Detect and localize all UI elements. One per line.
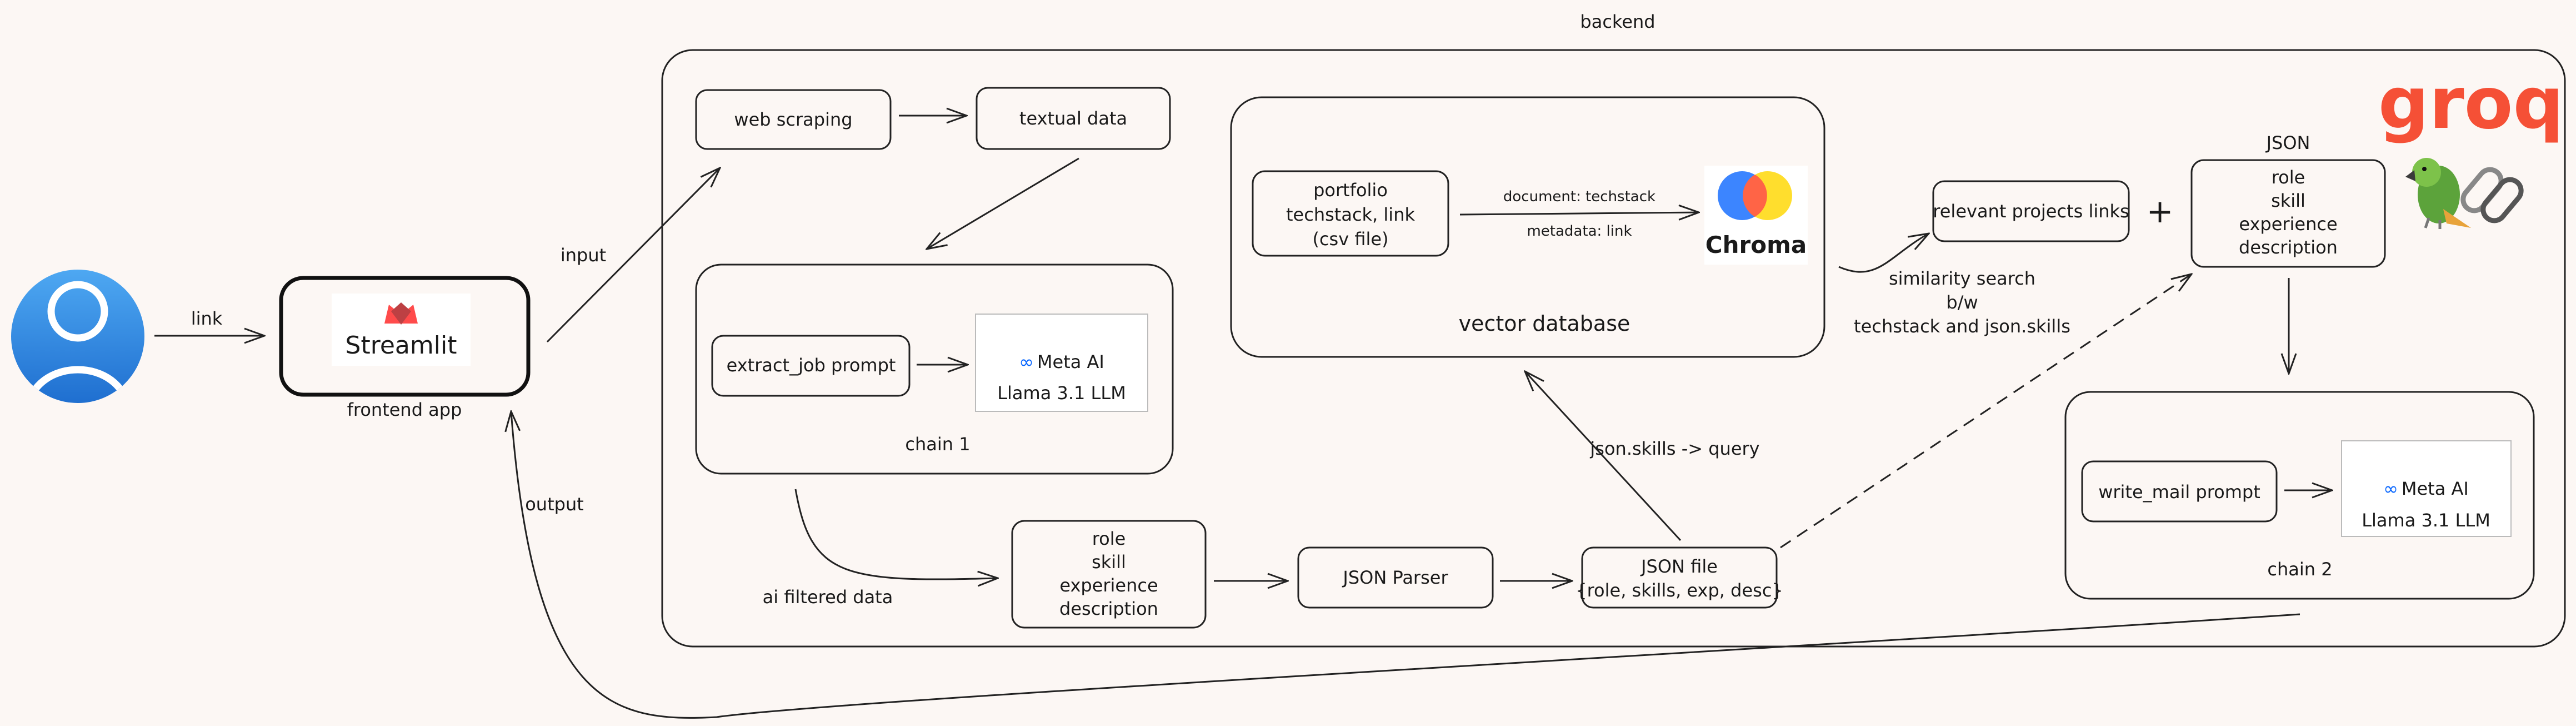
json-heading: JSON bbox=[2265, 132, 2310, 153]
portfolio-to-chroma-arrow bbox=[1459, 212, 1699, 215]
write-mail-prompt-box bbox=[2081, 460, 2278, 523]
web-scraping-box bbox=[695, 89, 892, 150]
chain1-label: chain 1 bbox=[905, 434, 970, 455]
input-label: input bbox=[561, 245, 606, 266]
groq-logo: groq bbox=[2378, 62, 2564, 145]
llm1-model-label: Llama 3.1 LLM bbox=[997, 382, 1126, 404]
ai-filtered-data-label: ai filtered data bbox=[763, 586, 893, 608]
ai-field-role: role bbox=[1092, 528, 1126, 549]
ai-field-skill: skill bbox=[1092, 551, 1126, 573]
textual-data-label: textual data bbox=[1019, 108, 1127, 129]
relevant-projects-label: relevant projects links bbox=[1933, 201, 2129, 222]
json-file-to-json-dashed-arrow bbox=[1780, 274, 2192, 549]
meta-ai-logo: ∞Meta AI bbox=[1019, 351, 1104, 372]
json-to-vector-db-arrow bbox=[1525, 371, 1682, 541]
streamlit-frontend-box bbox=[279, 276, 531, 397]
textual-data-box bbox=[976, 87, 1171, 150]
plus-sign: + bbox=[2147, 192, 2174, 230]
write-mail-prompt-label: write_mail prompt bbox=[2098, 481, 2260, 503]
json-field-role: role bbox=[2272, 167, 2305, 188]
link-label: link bbox=[191, 308, 223, 329]
extract-job-prompt-label: extract_job prompt bbox=[727, 355, 896, 376]
json-file-fields: {role, skills, exp, desc} bbox=[1575, 580, 1783, 601]
portfolio-line2: techstack, link bbox=[1286, 204, 1415, 225]
json-parser-label: JSON Parser bbox=[1342, 567, 1448, 588]
portfolio-box bbox=[1252, 170, 1449, 257]
vector-database-label: vector database bbox=[1459, 311, 1630, 336]
streamlit-crown-icon bbox=[384, 302, 418, 325]
web-scraping-label: web scraping bbox=[734, 109, 852, 130]
ai-data-box bbox=[1011, 520, 1207, 629]
chroma-to-relevant-arrow bbox=[1838, 233, 1929, 273]
chain1-box bbox=[695, 263, 1174, 475]
chroma-wordmark: Chroma bbox=[1705, 231, 1807, 258]
json-parser-box bbox=[1297, 546, 1494, 609]
json-field-experience: experience bbox=[2239, 213, 2337, 235]
frontend-app-label: frontend app bbox=[347, 399, 462, 420]
input-arrow bbox=[546, 168, 720, 343]
portfolio-line1: portfolio bbox=[1313, 180, 1388, 201]
similarity-search-line1: similarity search bbox=[1889, 268, 2035, 289]
json-field-skill: skill bbox=[2271, 190, 2305, 211]
ai-field-description: description bbox=[1059, 598, 1158, 619]
similarity-search-line2: b/w bbox=[1946, 292, 1978, 313]
json-field-description: description bbox=[2239, 237, 2338, 258]
text-to-chain1-arrow bbox=[927, 157, 1079, 249]
chain1-to-ai-data-arrow bbox=[794, 489, 998, 579]
metadata-label: metadata: link bbox=[1527, 223, 1632, 240]
vector-database-box bbox=[1230, 96, 1825, 358]
relevant-projects-box bbox=[1932, 180, 2130, 242]
user-icon bbox=[11, 270, 144, 403]
backend-container bbox=[661, 49, 2566, 648]
json-file-box bbox=[1581, 546, 1778, 609]
json-file-title: JSON file bbox=[1640, 556, 1718, 577]
parrot-icon bbox=[2405, 158, 2471, 229]
output-arrow bbox=[511, 411, 2300, 719]
llm1-card bbox=[975, 314, 1148, 412]
chain2-label: chain 2 bbox=[2267, 559, 2332, 580]
streamlit-wordmark: Streamlit bbox=[346, 331, 457, 360]
chroma-logo-icon bbox=[1704, 166, 1808, 265]
json-box bbox=[2190, 159, 2386, 268]
portfolio-line3: (csv file) bbox=[1312, 228, 1388, 250]
chain-link-icon bbox=[2460, 167, 2524, 223]
chain2-box bbox=[2064, 391, 2535, 600]
similarity-search-line3: techstack and json.skills bbox=[1854, 316, 2070, 337]
meta-ai-logo-2: ∞Meta AI bbox=[2383, 478, 2469, 499]
output-label: output bbox=[525, 494, 584, 515]
ai-field-experience: experience bbox=[1059, 575, 1158, 596]
llm2-model-label: Llama 3.1 LLM bbox=[2362, 510, 2490, 531]
extract-job-prompt-box bbox=[711, 335, 911, 397]
json-skills-query-label: json.skills -> query bbox=[1589, 438, 1759, 459]
llm2-card bbox=[2341, 440, 2512, 537]
backend-label: backend bbox=[1580, 11, 1655, 32]
document-label: document: techstack bbox=[1503, 188, 1655, 205]
